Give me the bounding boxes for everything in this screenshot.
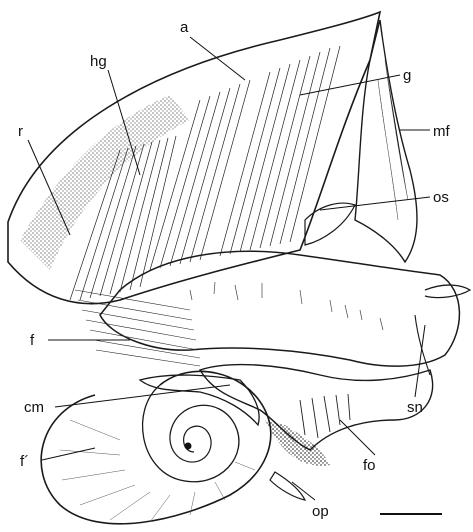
label-op: op — [312, 503, 329, 520]
label-fo: fo — [363, 457, 376, 474]
label-mf: mf — [433, 123, 450, 140]
label-f: f — [30, 332, 35, 349]
operculum — [270, 472, 305, 500]
mantle-roof — [8, 12, 380, 366]
osphradium — [305, 203, 355, 245]
label-cm: cm — [24, 399, 44, 416]
body-mass — [100, 251, 470, 375]
label-f-prime: f´ — [20, 453, 29, 470]
label-os: os — [433, 189, 449, 206]
label-a: a — [180, 19, 189, 36]
label-g: g — [403, 67, 411, 84]
shell-apex — [185, 443, 192, 450]
label-hg: hg — [90, 53, 107, 70]
foot-muscle-fibres — [75, 290, 200, 366]
label-r: r — [18, 123, 23, 140]
columellar-muscle — [140, 375, 259, 425]
mantle-fold — [355, 20, 417, 262]
label-sn: sn — [407, 399, 423, 416]
